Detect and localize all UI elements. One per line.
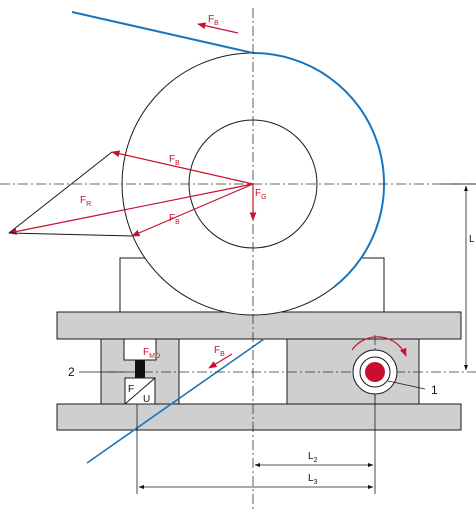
belt-lower-line: [86, 338, 265, 464]
load-cell-diagonal: [124, 377, 156, 405]
l-right-label: L: [469, 234, 475, 245]
belt: [71, 11, 386, 464]
parallelogram-side-upper: [8, 151, 113, 234]
fb-belt-arrow: [208, 353, 233, 369]
callout-1-leader: [387, 380, 426, 390]
parallelogram-side-lower: [8, 232, 133, 237]
fb-top-label: FB: [208, 14, 219, 27]
sensor-u-label: U: [143, 394, 150, 405]
base-plate: [56, 403, 462, 431]
force-parallelogram: [8, 151, 133, 237]
load-cell: F U: [123, 338, 157, 405]
l2-label: L2: [308, 451, 318, 464]
belt-upper-line: [71, 11, 386, 288]
fb-upper-vector: [111, 150, 254, 185]
fr-resultant-vector: [8, 183, 254, 235]
force-vectors: [8, 22, 257, 369]
dimensions: [136, 183, 476, 494]
pivot-bearing: [351, 336, 407, 395]
fb-upper-label: FB: [169, 154, 180, 167]
fmd-label: FMD: [143, 347, 160, 360]
bearing-pin: [365, 362, 385, 382]
rotation-arrow: [351, 336, 407, 357]
fr-label: FR: [80, 195, 91, 208]
callout-1-label: 1: [431, 383, 438, 397]
load-cell-beam: [135, 360, 145, 378]
l3-label: L3: [308, 473, 318, 486]
fb-lower-label: FB: [169, 213, 180, 226]
upper-plate: [56, 311, 462, 340]
callout-2-label: 2: [68, 365, 75, 379]
sensor-f-label: F: [128, 384, 134, 395]
fb-top-arrow: [197, 22, 239, 34]
fb-lower-vector: [131, 183, 254, 237]
fb-belt-label: FB: [214, 345, 225, 358]
fg-label: FG: [255, 188, 267, 201]
callouts: [79, 371, 426, 390]
